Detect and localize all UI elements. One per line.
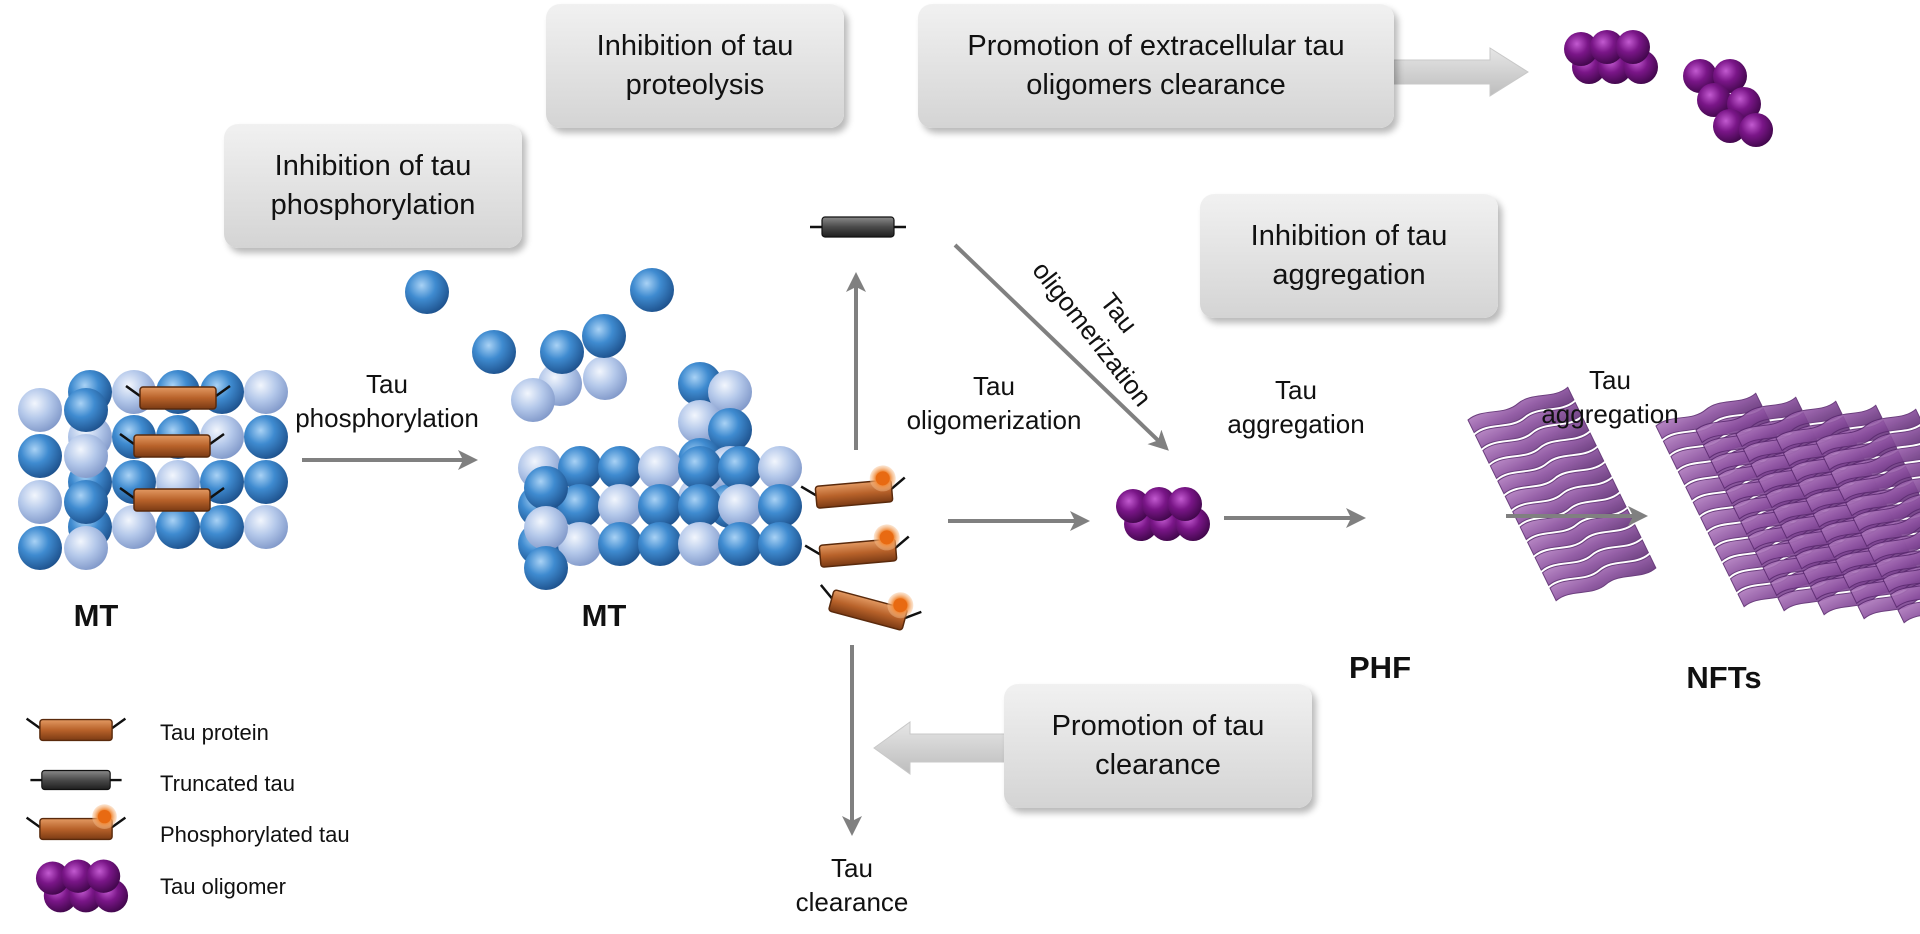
label-nfts: NFTs: [1686, 660, 1762, 695]
label-tau-clearance: Tau clearance: [795, 853, 909, 917]
clearance-promotion-arrow: [873, 721, 1011, 775]
extracellular-clearance-arrow: [1393, 47, 1529, 97]
tau-oligomer-center: [1116, 487, 1210, 541]
label-tau-aggregation-2: Tau aggregation: [1541, 365, 1679, 429]
phosphorylated-tau-stack: [798, 462, 927, 636]
legend-label-truncated-tau: Truncated tau: [160, 771, 295, 796]
tau-protein-icon: [25, 717, 127, 742]
truncated-tau-icon: [29, 769, 123, 791]
promotion-extracellular-clearance-box: Promotion of extracellular tau oligomers…: [918, 4, 1394, 128]
legend-label-phosphorylated-tau: Phosphorylated tau: [160, 822, 350, 847]
legend-icons: [25, 717, 128, 913]
label-tau-phosphorylation: Tau phosphorylation: [295, 369, 479, 433]
label-phf: PHF: [1349, 650, 1411, 685]
tau-oligomer-icon: [36, 860, 128, 913]
phosphorylated-tau-icon: [25, 803, 127, 841]
label-mt-left: MT: [73, 598, 119, 633]
legend-label-tau-protein: Tau protein: [160, 720, 269, 745]
inhibition-proteolysis-box: Inhibition of tau proteolysis: [546, 4, 844, 128]
label-mt-right: MT: [581, 598, 627, 633]
inhibition-aggregation-box: Inhibition of tau aggregation: [1200, 194, 1498, 318]
label-tau-aggregation-1: Tau aggregation: [1227, 375, 1365, 439]
tau-oligomer-extracellular-1: [1564, 30, 1658, 84]
tau-oligomer-extracellular-2: [1683, 59, 1773, 147]
legend-label-tau-oligomer: Tau oligomer: [160, 874, 286, 899]
inhibition-phosphorylation-box: Inhibition of tau phosphorylation: [224, 124, 522, 248]
truncated-tau-icon: [808, 215, 908, 239]
promotion-clearance-box: Promotion of tau clearance: [1004, 684, 1312, 808]
label-tau-oligomerization: Tau oligomerization: [906, 371, 1082, 435]
pathway-arrows: [302, 243, 1648, 836]
